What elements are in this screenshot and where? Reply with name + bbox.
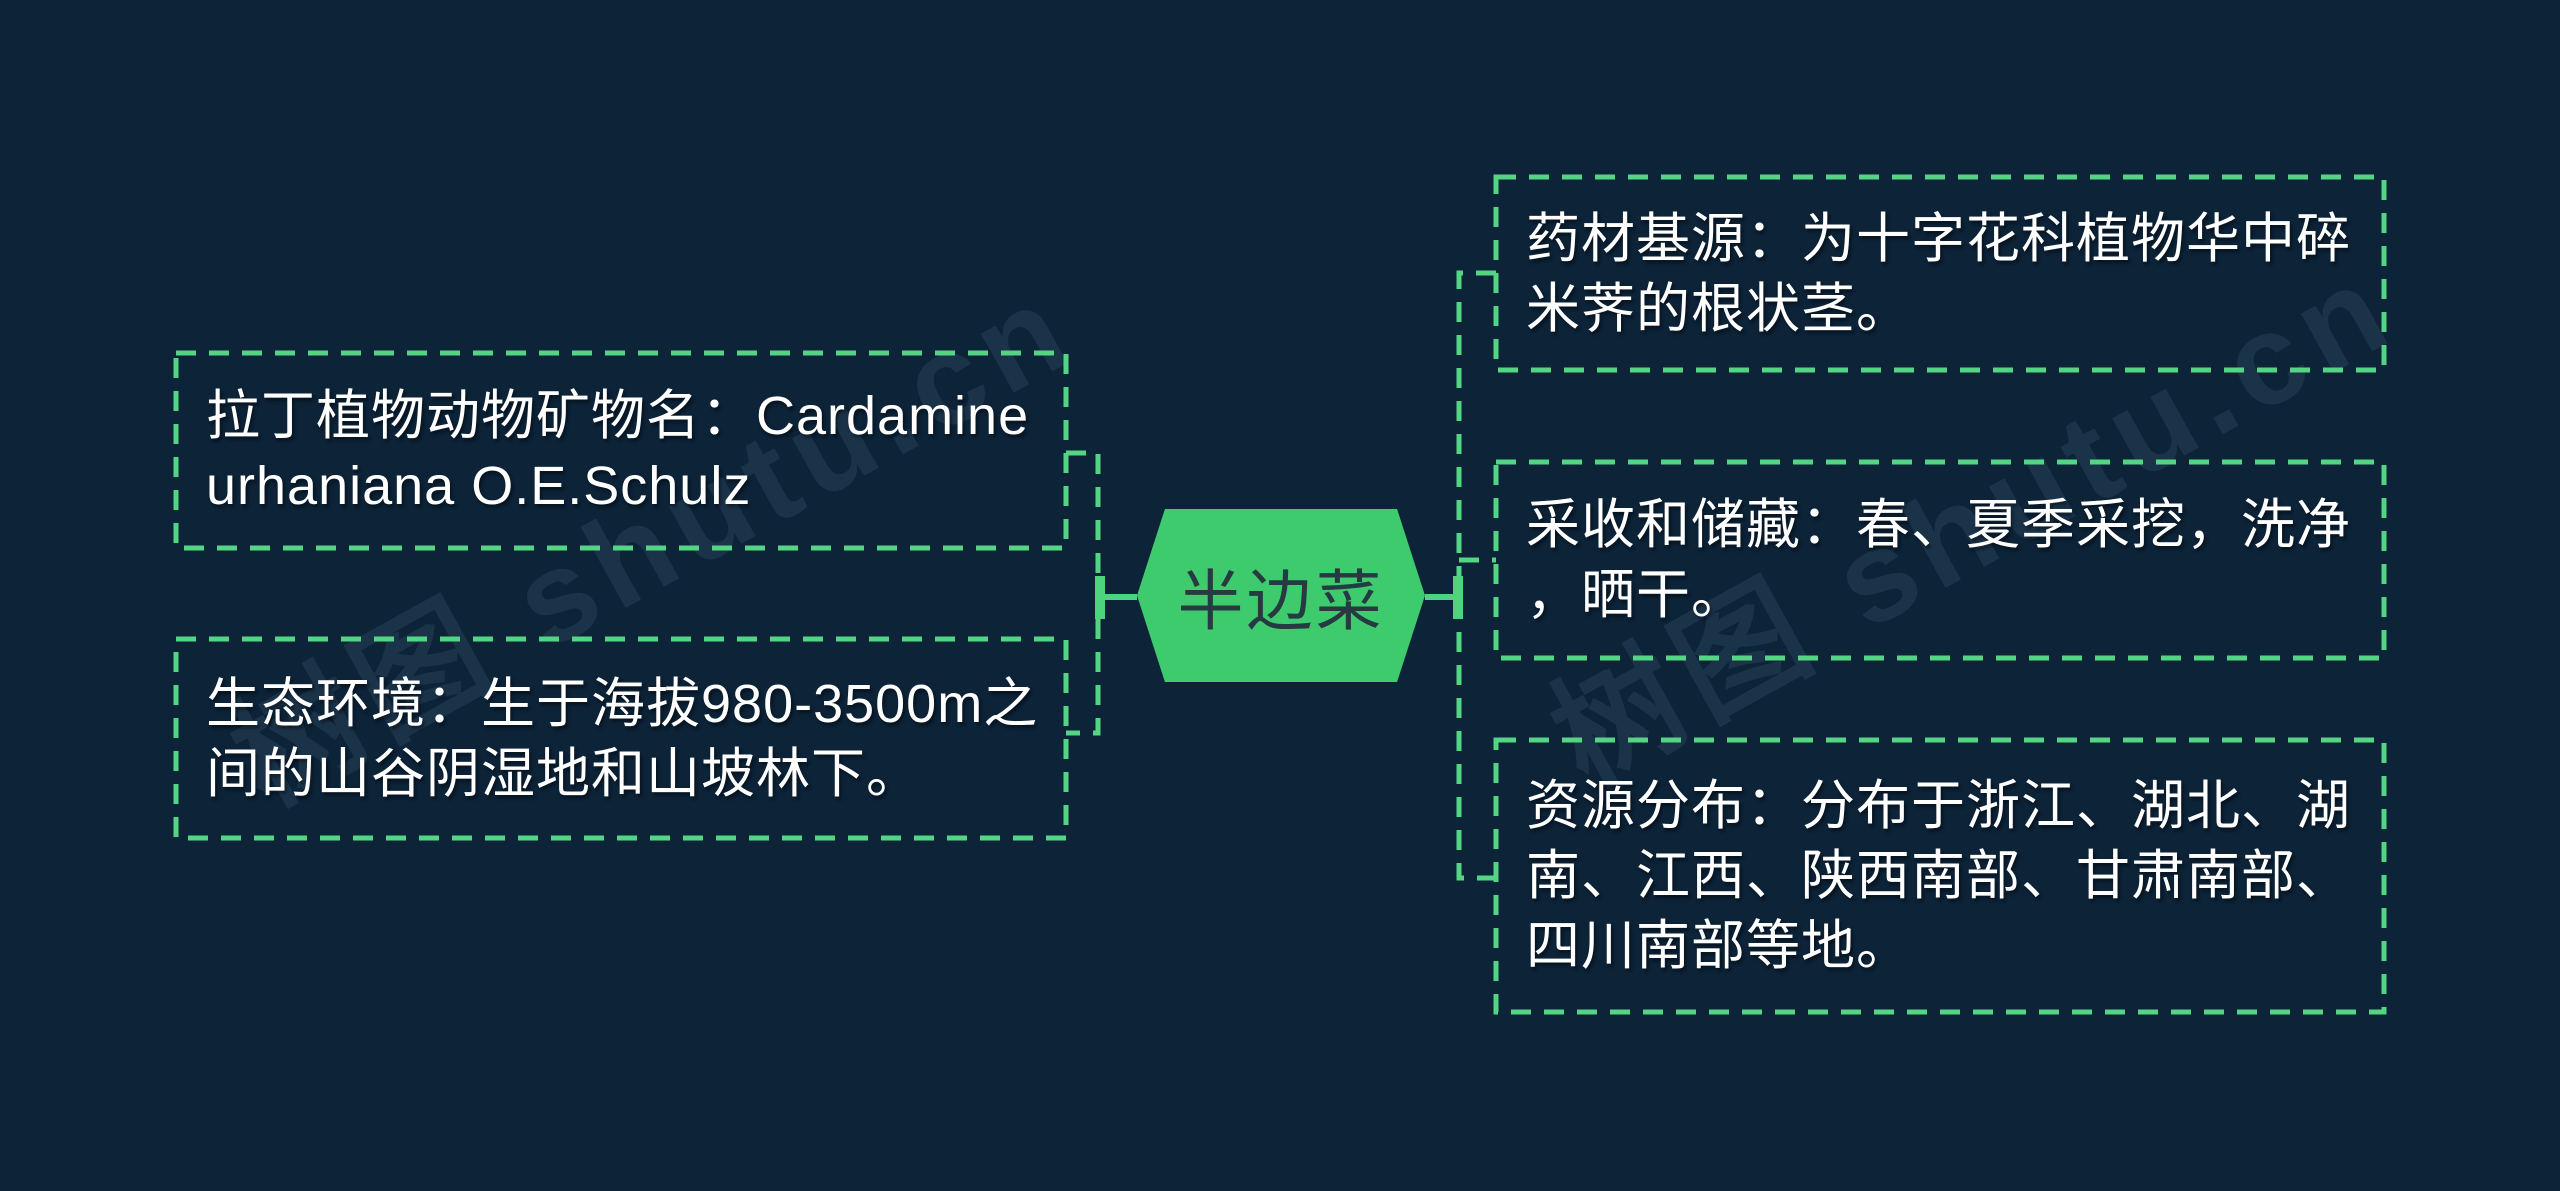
node-medicinal-source-label: 药材基源：为十字花科植物华中碎 米荠的根状茎。 bbox=[1526, 208, 2351, 339]
root-node-label: 半边菜 bbox=[1177, 563, 1385, 638]
node-harvest-storage-label: 采收和储藏：春、夏季采挖，洗净 ，晒干。 bbox=[1526, 495, 2351, 625]
node-latin-name[interactable]: 拉丁植物动物矿物名：Cardamine urhaniana O.E.Schulz bbox=[176, 353, 1066, 548]
node-resource-distribution[interactable]: 资源分布：分布于浙江、湖北、湖 南、江西、陕西南部、甘肃南部、 四川南部等地。 bbox=[1496, 740, 2384, 1012]
connector-left-branch bbox=[1066, 450, 1101, 736]
node-border-latin-name bbox=[173, 350, 1069, 551]
node-latin-name-label: 拉丁植物动物矿物名：Cardamine urhaniana O.E.Schulz bbox=[206, 385, 1030, 516]
node-medicinal-source[interactable]: 药材基源：为十字花科植物华中碎 米荠的根状茎。 bbox=[1496, 177, 2384, 370]
node-harvest-storage[interactable]: 采收和储藏：春、夏季采挖，洗净 ，晒干。 bbox=[1496, 462, 2384, 658]
connector-right-branch bbox=[1456, 270, 1496, 881]
node-ecology-label: 生态环境：生于海拔980-3500m之 间的山谷阴湿地和山坡林下。 bbox=[206, 673, 1039, 804]
node-border-harvest-storage bbox=[1493, 459, 2387, 661]
connector-end-bars bbox=[1095, 576, 1463, 619]
node-resource-distribution-label: 资源分布：分布于浙江、湖北、湖 南、江西、陕西南部、甘肃南部、 四川南部等地。 bbox=[1526, 776, 2351, 976]
node-border-ecology bbox=[173, 636, 1069, 841]
root-node[interactable]: 半边菜 bbox=[1137, 509, 1425, 682]
node-ecology[interactable]: 生态环境：生于海拔980-3500m之 间的山谷阴湿地和山坡林下。 bbox=[176, 639, 1066, 838]
